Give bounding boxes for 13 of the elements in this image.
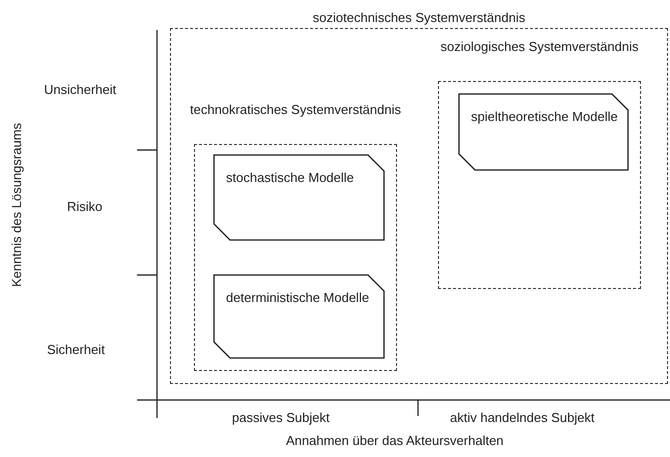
axis-title: Kenntnis des Lösungsraums bbox=[9, 122, 25, 288]
axis-label: Sicherheit bbox=[47, 342, 105, 358]
group-heading: soziotechnisches Systemverständnis bbox=[312, 9, 526, 26]
axis-label: Unsicherheit bbox=[44, 82, 116, 98]
model-label: spieltheoretische Modelle bbox=[471, 108, 618, 126]
group-heading: technokratisches Systemverständnis bbox=[189, 101, 402, 118]
model-label: deterministische Modelle bbox=[226, 289, 370, 307]
group-heading: soziologisches Systemverständnis bbox=[440, 38, 640, 55]
axis-label: passives Subjekt bbox=[232, 410, 330, 426]
axis-label: Risiko bbox=[67, 199, 102, 215]
axis-label: aktiv handelndes Subjekt bbox=[450, 410, 595, 426]
axis-label: Annahmen über das Akteursverhalten bbox=[286, 433, 504, 449]
model-label: stochastische Modelle bbox=[226, 169, 355, 187]
